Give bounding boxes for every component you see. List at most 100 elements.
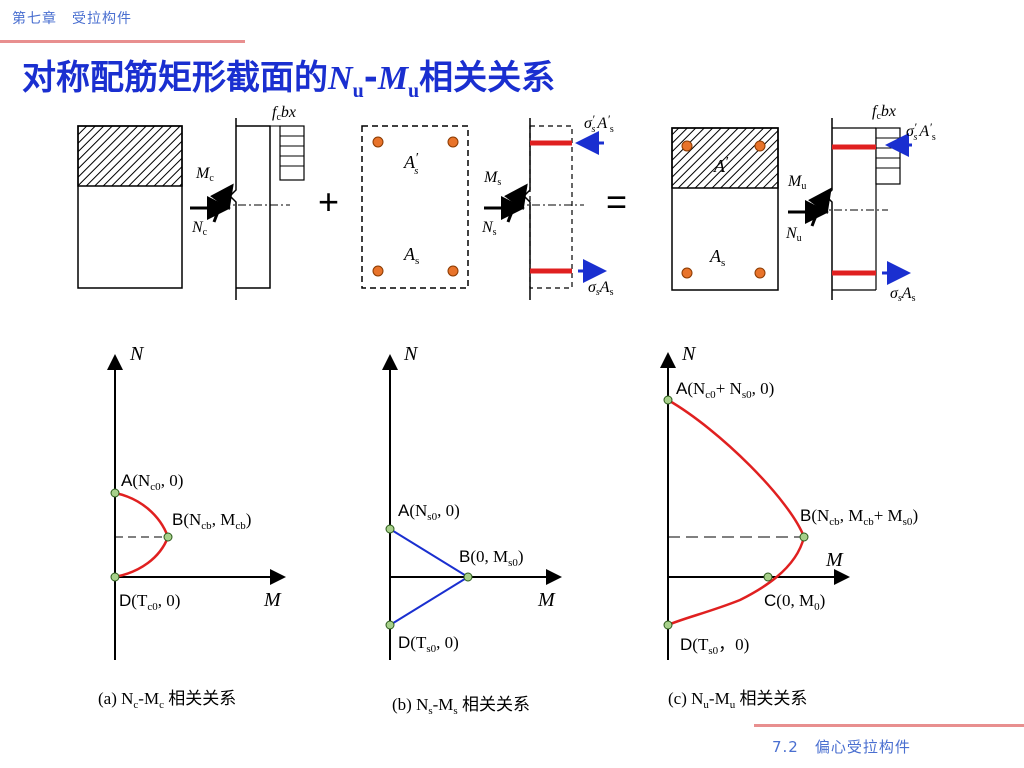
title-dash: - [363, 58, 378, 98]
ca-sub1: c [133, 699, 138, 711]
pd-text: (T [131, 591, 148, 610]
equals-sign: = [606, 181, 627, 222]
combined-as-prime-label: A′ [713, 155, 729, 176]
point-d [385, 620, 395, 630]
nu-label: Nu [785, 225, 802, 244]
stress-block [279, 125, 305, 181]
nc-label: Nc [191, 219, 208, 238]
point-b-label: B(Ncb, Mcb) [172, 510, 251, 532]
sigma-c1-a-sub: s [932, 132, 936, 143]
as-prime-label: A′s [403, 151, 419, 177]
c-as-a: A [709, 246, 722, 266]
pc-tail: ) [820, 591, 826, 610]
rebar [372, 265, 384, 277]
combined-fcbx-label: fcbx [872, 103, 896, 122]
pb-text: (N [811, 506, 829, 525]
section-footer: 7.2 偏心受拉构件 [772, 738, 911, 756]
pb-text: (0, M [470, 547, 508, 566]
c-as-prime-a: A [713, 156, 726, 176]
point-a [663, 395, 673, 405]
point-d [110, 572, 120, 582]
pd-sub: s0 [426, 643, 436, 655]
pa-tail: , 0) [752, 379, 775, 398]
concrete-compression-zone [77, 125, 183, 187]
ns-n: N [481, 219, 494, 236]
mu-sub: u [801, 181, 806, 192]
caption-b: (b) Ns-Ms 相关关系 [392, 695, 530, 717]
ca-dash: -M [138, 689, 159, 708]
pa-letter: A [398, 501, 410, 520]
pa-text: (N [132, 471, 150, 490]
page-title: 对称配筋矩形截面的Nu-Mu相关关系 [22, 50, 555, 103]
pb-mid: , M [840, 506, 864, 525]
pb-sub: s0 [508, 557, 518, 569]
combined-side-outline [832, 127, 877, 291]
mc-sub: c [209, 173, 214, 184]
ca-open: (a) N [98, 689, 133, 708]
c-fcbx-bx: bx [881, 103, 896, 120]
title-m-sub: u [408, 79, 420, 102]
sigma-c1-a-prime: ′ [929, 120, 932, 134]
combined-side-view [824, 118, 833, 300]
pd-tail: , 0) [436, 633, 459, 652]
pd-sub: c0 [147, 601, 158, 613]
sigma-c1-a: A [918, 123, 929, 140]
concrete-side-view [228, 118, 271, 300]
cb-sub1: s [428, 705, 432, 717]
c-fcbx-f: f [872, 103, 879, 120]
point-a [385, 524, 395, 534]
cc-sub2: u [730, 699, 736, 711]
pa-text: (N [409, 501, 427, 520]
sigma-as-label: σsAs [588, 279, 614, 298]
pd-text: (T [410, 633, 427, 652]
cc-tail: 相关关系 [735, 689, 807, 708]
sigma-c2: σ [890, 285, 899, 302]
header-divider [0, 40, 245, 43]
rebar [754, 267, 766, 279]
ns-label: Ns [481, 219, 497, 238]
ms-moment-arc [504, 183, 528, 223]
title-prefix: 对称配筋矩形截面的 [22, 58, 328, 98]
as-sub: s [415, 255, 419, 267]
c-as-sub: s [721, 257, 725, 269]
point-b [799, 532, 809, 542]
point-d-label: D(Ts0, 0) [398, 633, 459, 655]
pb-letter: B [800, 506, 811, 525]
pa-sub1: c0 [705, 389, 716, 401]
rebar [681, 140, 693, 152]
ms-m: M [483, 169, 499, 186]
combined-as-label: As [709, 246, 725, 269]
point-d-label: D(Ts0，0) [680, 635, 749, 657]
cb-sub2: s [453, 705, 457, 717]
point-c [763, 572, 773, 582]
plot-c: N M A(Nc0+ Ns0, 0) B(Ncb, Mcb+ Ms0) C(0,… [660, 343, 918, 711]
steel-side-outline [529, 125, 573, 289]
ms-label: Ms [483, 169, 501, 188]
cc-dash: -M [709, 689, 730, 708]
pd-tail: ，0) [718, 635, 749, 654]
pd-letter: D [680, 635, 692, 654]
rebar [372, 136, 384, 148]
cb-dash: -M [433, 695, 454, 714]
plot-a: N M A(Nc0, 0) B(Ncb, Mcb) D(Tc0, 0) (a) … [98, 343, 286, 711]
concrete-section-outline [77, 125, 183, 289]
pb-mid: , M [212, 510, 236, 529]
point-d [663, 620, 673, 630]
point-b [463, 572, 473, 582]
pa-tail: , 0) [437, 501, 460, 520]
ca-sub2: c [159, 699, 164, 711]
pa-mid: + N [716, 379, 742, 398]
ms-sub: s [497, 177, 501, 188]
pc-sub: 0 [814, 601, 820, 613]
rebar [447, 136, 459, 148]
n-axis-label: N [129, 343, 145, 365]
rebar [681, 267, 693, 279]
sigma-c1-prime: ′ [914, 120, 917, 134]
point-b-label: B(Ncb, Mcb+ Ms0) [800, 506, 918, 528]
pb-sub1: cb [201, 520, 212, 532]
plus-sign: + [318, 181, 339, 222]
sigma-b1-a-sub: s [610, 124, 614, 135]
